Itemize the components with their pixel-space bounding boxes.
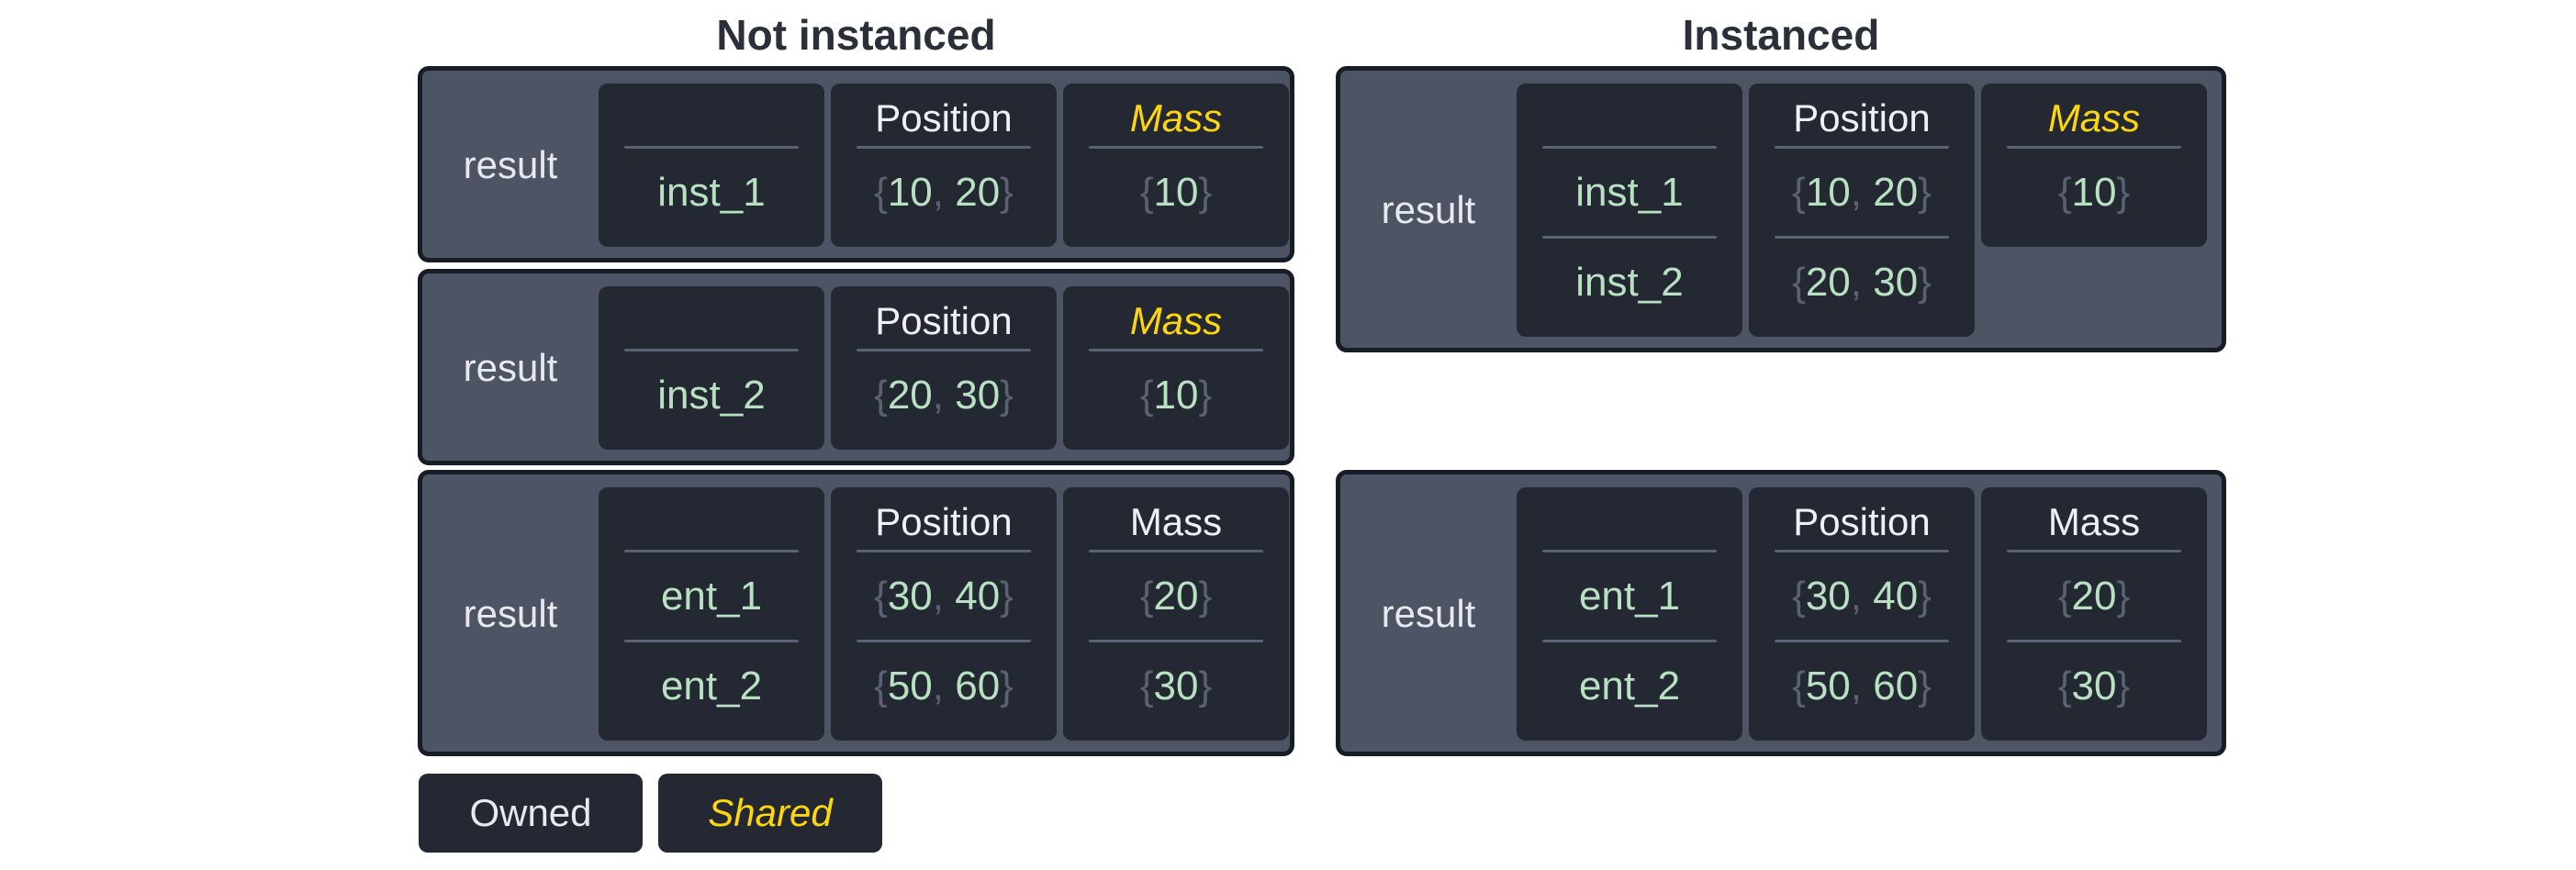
column-header [599,495,824,550]
result-label: result [463,346,558,389]
divider [857,146,1031,149]
divider [2007,146,2181,149]
divider [1775,146,1949,149]
divider [2007,640,2181,642]
column-header [599,91,824,146]
cell-value: {20} [2057,573,2131,619]
cell-value: {20, 30} [874,372,1014,418]
divider [624,349,799,351]
result-table-archetype-inst-2: result inst_2 Position {20, 30} Mass {10} [418,269,1294,465]
cell-row: inst_2 Position {20, 30} Mass {10} [599,286,1289,450]
divider [1542,146,1717,149]
cell-value: ent_1 [1578,573,1681,619]
divider [1542,236,1717,239]
result-table-archetype-inst-1: result inst_1 Position {10, 20} Mass {10} [418,66,1294,262]
cell-value: {10, 20} [1792,169,1932,215]
column-header [599,294,824,349]
cell-value: inst_1 [1575,169,1684,215]
result-table-archetype-entities-instanced: result ent_1 ent_2 Position {30, 40} {50, 60}… [1336,470,2226,756]
section-title-not-instanced: Not instanced [716,11,996,59]
column-header: Position [875,500,1013,543]
divider [857,550,1031,552]
column-mass: Mass {10} [1063,84,1289,247]
column-header: Mass [1129,299,1223,342]
column-mass: Mass {10} [1981,84,2207,247]
legend-shared-label: Shared [708,791,833,834]
column-position: Position {10, 20} {20, 30} [1749,84,1975,337]
column-entities: inst_2 [599,286,824,450]
column-header: Position [1793,500,1931,543]
cell-value: {50, 60} [874,663,1014,708]
divider [1775,550,1949,552]
divider [2007,550,2181,552]
cell-value: {30, 40} [874,573,1014,619]
divider [1089,349,1263,351]
cell-value: {10} [1139,372,1213,418]
divider [857,640,1031,642]
cell-value: {10, 20} [874,169,1014,215]
legend-owned-box: Owned [419,774,643,853]
legend-owned-label: Owned [469,791,592,834]
cell-value: {30} [2057,663,2131,708]
column-entities: inst_1 inst_2 [1517,84,1742,337]
column-entities: inst_1 [599,84,824,247]
divider [857,349,1031,351]
result-label: result [1381,188,1476,231]
cell-value: inst_2 [1575,259,1684,305]
divider [1542,550,1717,552]
divider [624,640,799,642]
cell-row: ent_1 ent_2 Position {30, 40} {50, 60} Mass {2… [599,487,1289,741]
cell-value: ent_1 [660,573,763,619]
divider [1089,550,1263,552]
column-entities: ent_1 ent_2 [1517,487,1742,741]
column-position: Position {20, 30} [831,286,1057,450]
column-header: Position [1793,96,1931,139]
legend: Owned Shared [419,774,882,853]
result-table-archetype-entities: result ent_1 ent_2 Position {30, 40} {50, 60}… [418,470,1294,756]
result-table-archetype-instances: result inst_1 inst_2 Position {10, 20} {20, 3… [1336,66,2226,352]
cell-value: {20} [1139,573,1213,619]
result-label: result [1381,592,1476,635]
cell-value: {30, 40} [1792,573,1932,619]
legend-shared-box: Shared [658,774,882,853]
column-header: Mass [1129,96,1223,139]
divider [1089,640,1263,642]
column-mass: Mass {20} {30} [1063,487,1289,741]
cell-row: ent_1 ent_2 Position {30, 40} {50, 60} Mass {2… [1517,487,2207,741]
column-position: Position {30, 40} {50, 60} [1749,487,1975,741]
column-header: Mass [2047,96,2141,139]
divider [624,550,799,552]
column-position: Position {10, 20} [831,84,1057,247]
column-header [1517,91,1742,146]
column-header: Position [875,96,1013,139]
column-mass: Mass {20} {30} [1981,487,2207,741]
divider [624,146,799,149]
cell-value: {10} [1139,169,1213,215]
cell-row: inst_1 inst_2 Position {10, 20} {20, 30} Mass… [1517,84,2207,337]
column-header [1517,495,1742,550]
column-header: Mass [2047,500,2141,543]
cell-row: inst_1 Position {10, 20} Mass {10} [599,84,1289,247]
column-mass: Mass {10} [1063,286,1289,450]
cell-value: inst_2 [657,372,766,418]
result-label: result [463,143,558,186]
cell-value: {50, 60} [1792,663,1932,708]
section-title-instanced: Instanced [1682,11,1880,59]
column-entities: ent_1 ent_2 [599,487,824,741]
divider [1775,236,1949,239]
column-position: Position {30, 40} {50, 60} [831,487,1057,741]
cell-value: {20, 30} [1792,259,1932,305]
cell-value: {30} [1139,663,1213,708]
divider [1089,146,1263,149]
cell-value: inst_1 [657,169,766,215]
column-header: Position [875,299,1013,342]
result-label: result [463,592,558,635]
cell-value: {10} [2057,169,2131,215]
divider [1775,640,1949,642]
column-header: Mass [1129,500,1223,543]
cell-value: ent_2 [1578,663,1681,708]
divider [1542,640,1717,642]
cell-value: ent_2 [660,663,763,708]
